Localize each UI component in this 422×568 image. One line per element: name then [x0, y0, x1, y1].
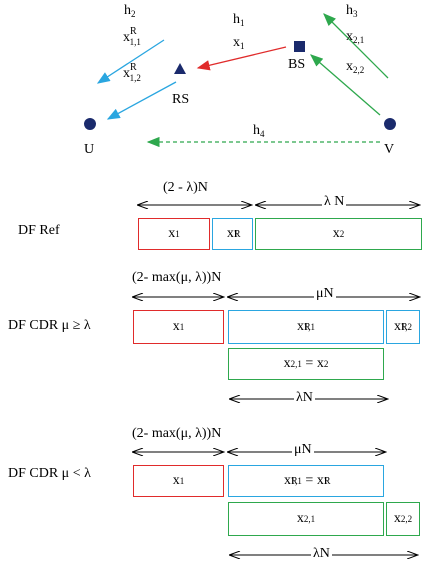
lt-dur-top-label: (2- max(μ, λ))N: [132, 426, 222, 441]
rs-node-triangle: [174, 63, 186, 74]
ge-scheme-label: DF CDR μ ≥ λ: [8, 318, 91, 333]
h1-arrow: [196, 46, 287, 71]
h3-arrow-top: [323, 13, 389, 79]
bs-node-square: [294, 41, 305, 52]
x21-label: x2,1: [346, 29, 365, 45]
h2-arrow-top: [96, 39, 165, 84]
ge-dur-lambda-label: λN: [294, 390, 315, 405]
bs-label: BS: [288, 57, 306, 72]
rs-label: RS: [172, 92, 190, 107]
x11R-label: xR1,1: [123, 26, 141, 47]
ref-dur-left-label: (2 - λ)N: [163, 180, 208, 195]
ge-dur-mu-label: μN: [314, 286, 336, 301]
h4-label: h4: [253, 123, 265, 139]
ref-scheme-label: DF Ref: [18, 223, 60, 238]
lt-scheme-label: DF CDR μ < λ: [8, 466, 91, 481]
v-label: V: [384, 142, 395, 157]
h3-arrow-bottom: [310, 54, 381, 116]
x1-label: x1: [233, 35, 245, 51]
ge-dur-top-label: (2- max(μ, λ))N: [132, 270, 222, 285]
x12R-label: xR1,2: [123, 62, 141, 83]
x22-label: x2,2: [346, 59, 365, 75]
lt-dur-mu-label: μN: [292, 442, 314, 457]
h3-label: h3: [346, 3, 358, 19]
h2-label: h2: [124, 3, 136, 19]
u-node-dot: [84, 118, 96, 130]
h2-arrow-bottom: [106, 81, 177, 120]
lt-dur-lambda-label: λN: [311, 546, 332, 561]
h1-label: h1: [233, 12, 245, 28]
ref-dur-right-label: λ N: [322, 194, 347, 209]
v-node-dot: [384, 118, 396, 130]
u-label: U: [84, 142, 95, 157]
